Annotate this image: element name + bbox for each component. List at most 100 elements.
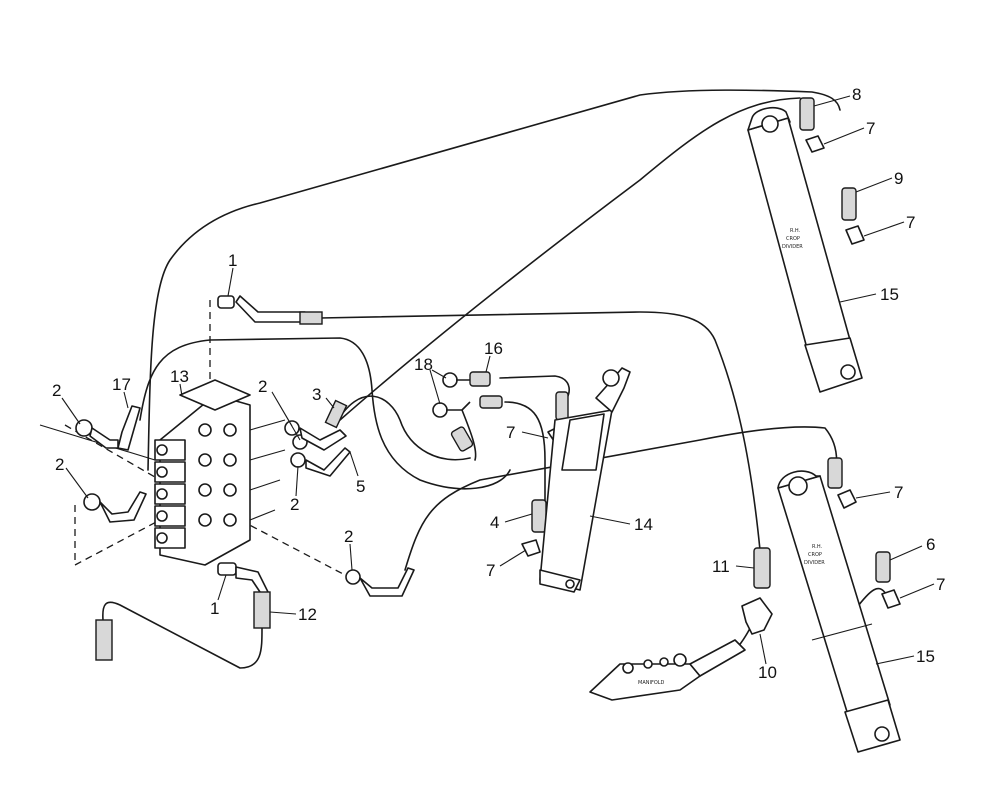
fitting-4 xyxy=(531,499,547,533)
valve-port xyxy=(156,488,168,500)
dash-4 xyxy=(239,519,346,576)
leader-2e xyxy=(349,543,353,571)
leader-17 xyxy=(123,391,129,409)
callout-7-cyl14-top: 7 xyxy=(506,423,515,442)
leader-13 xyxy=(179,383,183,397)
callout-18: 18 xyxy=(414,355,433,374)
callout-17: 17 xyxy=(112,375,131,394)
cylinder-upper-clevis xyxy=(804,337,863,393)
callout-6: 6 xyxy=(926,535,935,554)
leader-8 xyxy=(813,95,851,107)
fitting-lower-top xyxy=(827,457,843,489)
manifold-port xyxy=(643,659,653,669)
cylinder-upper-pin xyxy=(840,364,856,380)
cylinder-15-lower: R.H. CROP DIVIDER xyxy=(777,470,901,753)
callout-12: 12 xyxy=(298,605,317,624)
valve-port xyxy=(223,513,237,527)
cylinder-lower-pin xyxy=(874,726,890,742)
leader-7a xyxy=(823,127,865,145)
fitting-7-cyl14-bottom xyxy=(521,539,541,557)
callout-numbers: 1 1 2 2 2 2 2 3 4 5 6 7 7 7 7 7 7 8 9 10… xyxy=(52,85,945,682)
leader-7f xyxy=(899,583,935,599)
valve-port xyxy=(156,466,168,478)
cylinder-upper-body xyxy=(747,117,851,353)
leader-9 xyxy=(855,177,893,193)
fitting-6 xyxy=(875,551,891,583)
callout-4: 4 xyxy=(490,513,499,532)
leader-6 xyxy=(889,545,923,561)
callout-3: 3 xyxy=(312,385,321,404)
leader-7d xyxy=(499,549,527,567)
leader-12 xyxy=(269,611,297,615)
cylinder-upper-stamp-1: R.H. xyxy=(790,228,801,234)
fitting-2-left-lower xyxy=(83,491,147,523)
valve-port xyxy=(223,423,237,437)
leader-3 xyxy=(325,397,335,409)
leader-10 xyxy=(759,633,767,665)
callout-10: 10 xyxy=(758,663,777,682)
cylinder-14-eye xyxy=(602,369,620,387)
callout-11: 11 xyxy=(712,557,730,576)
valve-spools xyxy=(249,419,286,521)
callout-1-top: 1 xyxy=(228,251,237,270)
callout-2-valve-lower: 2 xyxy=(290,495,299,514)
callout-14: 14 xyxy=(634,515,653,534)
manifold: MANIFOLD xyxy=(589,639,746,701)
cylinder-lower-stamp-3: DIVIDER xyxy=(804,560,825,566)
valve-top xyxy=(179,379,251,411)
hose-loop-valve xyxy=(139,337,511,490)
valve-port xyxy=(156,532,168,544)
valve-port xyxy=(198,423,212,437)
leader-1b xyxy=(217,574,227,601)
fitting-12 xyxy=(253,591,271,629)
valve-port xyxy=(198,453,212,467)
valve-port xyxy=(156,510,168,522)
valve-port xyxy=(223,453,237,467)
callout-13: 13 xyxy=(170,367,189,386)
hose-18b xyxy=(461,409,477,461)
fitting-2-center xyxy=(284,420,351,477)
leader-7b xyxy=(863,221,905,237)
callout-2-center: 2 xyxy=(258,377,267,396)
cylinder-lower-stamp-1: R.H. xyxy=(812,544,823,550)
fitting-9 xyxy=(841,187,857,221)
fitting-8 xyxy=(799,97,815,131)
callout-15-upper: 15 xyxy=(880,285,899,304)
fittings xyxy=(75,97,901,661)
leader-1a xyxy=(227,267,234,297)
callout-7-upper-a: 7 xyxy=(866,119,875,138)
cylinder-lower-body xyxy=(777,475,891,716)
cylinder-upper-stamp-2: CROP xyxy=(786,236,800,242)
callout-2-left-upper: 2 xyxy=(52,381,61,400)
leader-5 xyxy=(349,451,359,477)
leader-lines xyxy=(61,95,935,665)
fitting-3 xyxy=(324,399,348,429)
manifold-stamp: MANIFOLD xyxy=(638,680,665,686)
callout-5: 5 xyxy=(356,477,365,496)
leader-11 xyxy=(735,565,755,569)
hose-12 xyxy=(102,601,263,669)
cylinder-14-rod-band xyxy=(561,413,605,471)
manifold-port xyxy=(622,662,634,674)
cylinder-upper-eye xyxy=(761,115,779,133)
callout-7-lower-b: 7 xyxy=(936,575,945,594)
cylinder-14 xyxy=(539,367,631,593)
callout-16: 16 xyxy=(484,339,503,358)
hose-to-fitting-11 xyxy=(319,311,761,551)
cylinder-lower-band xyxy=(811,623,873,641)
fitting-7-lower-a xyxy=(837,489,857,509)
callout-1-bottom: 1 xyxy=(210,599,219,618)
callout-7-lower-a: 7 xyxy=(894,483,903,502)
fitting-17 xyxy=(117,405,141,451)
fitting-1-bottom xyxy=(217,562,269,596)
manifold-pipe xyxy=(689,639,746,677)
hose-diagonal-top xyxy=(339,97,801,421)
valve-port xyxy=(198,483,212,497)
hose-upper-long xyxy=(147,89,841,471)
plug-lower-left xyxy=(95,619,113,661)
valve-port xyxy=(156,444,168,456)
hose-5 xyxy=(334,395,471,461)
leader-18 xyxy=(429,369,447,405)
